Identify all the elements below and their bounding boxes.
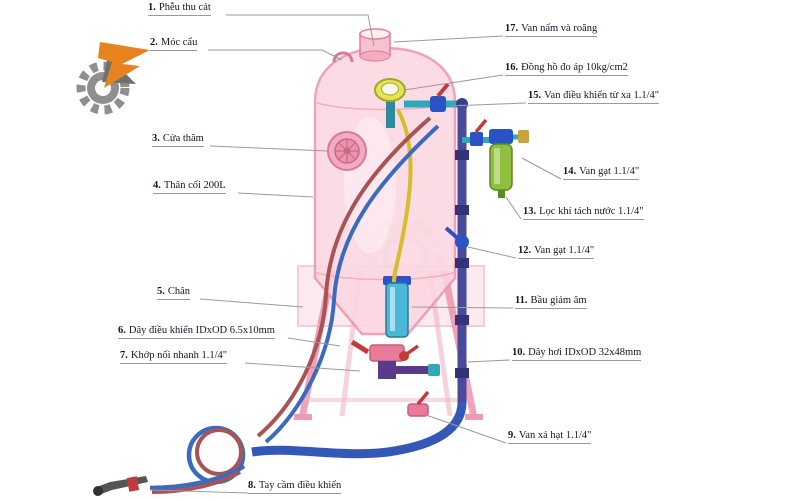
label-number: 12. xyxy=(518,245,532,256)
label-number: 1. xyxy=(148,2,156,13)
leader-lines xyxy=(149,14,562,494)
air-filter xyxy=(489,129,529,198)
label-quick-coupling: 7.Khớp nối nhanh 1.1/4" xyxy=(120,350,228,364)
silencer xyxy=(383,276,411,338)
lever-valve-mid xyxy=(444,226,469,249)
label-text: Chân xyxy=(167,286,191,297)
label-lifting-hook: 2.Móc cẩu xyxy=(150,37,198,51)
label-number: 4. xyxy=(153,180,161,191)
label-air-hose: 10.Dây hơi IDxOD 32x48mm xyxy=(512,347,642,361)
funnel-inlet xyxy=(359,28,391,62)
lifting-hook xyxy=(332,51,354,63)
label-lever-valve-mid: 12.Van gạt 1.1/4" xyxy=(518,245,595,259)
label-mushroom-valve: 17.Van nấm và roăng xyxy=(505,23,598,37)
label-text: Lọc khí tách nước 1.1/4" xyxy=(539,206,644,217)
manhole xyxy=(327,131,367,171)
label-number: 11. xyxy=(515,295,528,306)
label-text: Van điều khiển từ xa 1.1/4" xyxy=(544,90,660,101)
label-remote-valve: 15.Van điều khiển từ xa 1.1/4" xyxy=(528,90,660,104)
label-number: 2. xyxy=(150,37,158,48)
label-legs: 5.Chân xyxy=(157,286,191,300)
label-number: 14. xyxy=(563,166,577,177)
label-text: Dây hơi IDxOD 32x48mm xyxy=(528,347,642,358)
label-text: Cửa thăm xyxy=(162,133,204,144)
label-number: 8. xyxy=(248,480,256,491)
label-text: Van gạt 1.1/4" xyxy=(579,166,640,177)
label-text: Thân cối 200L xyxy=(163,180,226,191)
label-text: Van nấm và roăng xyxy=(521,23,598,34)
label-pressure-gauge: 16.Đồng hồ đo áp 10kg/cm2 xyxy=(505,62,628,76)
label-number: 5. xyxy=(157,286,165,297)
label-text: Phễu thu cát xyxy=(158,2,211,13)
label-text: Tay cầm điều khiển xyxy=(258,480,342,491)
label-grit-valve: 9.Van xả hạt 1.1/4" xyxy=(508,430,592,444)
label-text: Van gạt 1.1/4" xyxy=(534,245,595,256)
label-text: Bầu giảm âm xyxy=(530,295,587,306)
sand-hose-yellow xyxy=(392,109,413,283)
hose-loop xyxy=(149,425,246,494)
mixing-valve-assembly xyxy=(350,339,440,379)
gear-logo-icon xyxy=(76,42,150,115)
label-number: 15. xyxy=(528,90,542,101)
label-air-filter: 13.Lọc khí tách nước 1.1/4" xyxy=(523,206,644,220)
label-number: 17. xyxy=(505,23,519,34)
label-manhole: 3.Cửa thăm xyxy=(152,133,204,147)
label-text: Móc cẩu xyxy=(160,37,198,48)
air-hose xyxy=(251,401,467,459)
label-number: 7. xyxy=(120,350,128,361)
label-number: 6. xyxy=(118,325,126,336)
label-number: 16. xyxy=(505,62,519,73)
label-lever-valve-top: 14.Van gạt 1.1/4" xyxy=(563,166,640,180)
label-silencer: 11.Bầu giảm âm xyxy=(515,295,587,309)
label-blast-handle: 8.Tay cầm điều khiển xyxy=(248,480,342,494)
blast-handle xyxy=(93,476,148,496)
label-funnel: 1.Phễu thu cát xyxy=(148,2,211,16)
label-tank-body: 4.Thân cối 200L xyxy=(153,180,226,194)
label-text: Đồng hồ đo áp 10kg/cm2 xyxy=(521,62,628,73)
label-number: 3. xyxy=(152,133,160,144)
label-control-hose: 6.Dây điều khiển IDxOD 6.5x10mm xyxy=(118,325,275,339)
main-air-pipe xyxy=(455,104,469,402)
control-hoses xyxy=(256,116,440,444)
label-number: 13. xyxy=(523,206,537,217)
label-text: Dây điều khiển IDxOD 6.5x10mm xyxy=(128,325,275,336)
label-number: 10. xyxy=(512,347,526,358)
label-text: Khớp nối nhanh 1.1/4" xyxy=(130,350,228,361)
label-number: 9. xyxy=(508,430,516,441)
grit-discharge-valve xyxy=(407,390,430,417)
label-text: Van xả hạt 1.1/4" xyxy=(518,430,592,441)
